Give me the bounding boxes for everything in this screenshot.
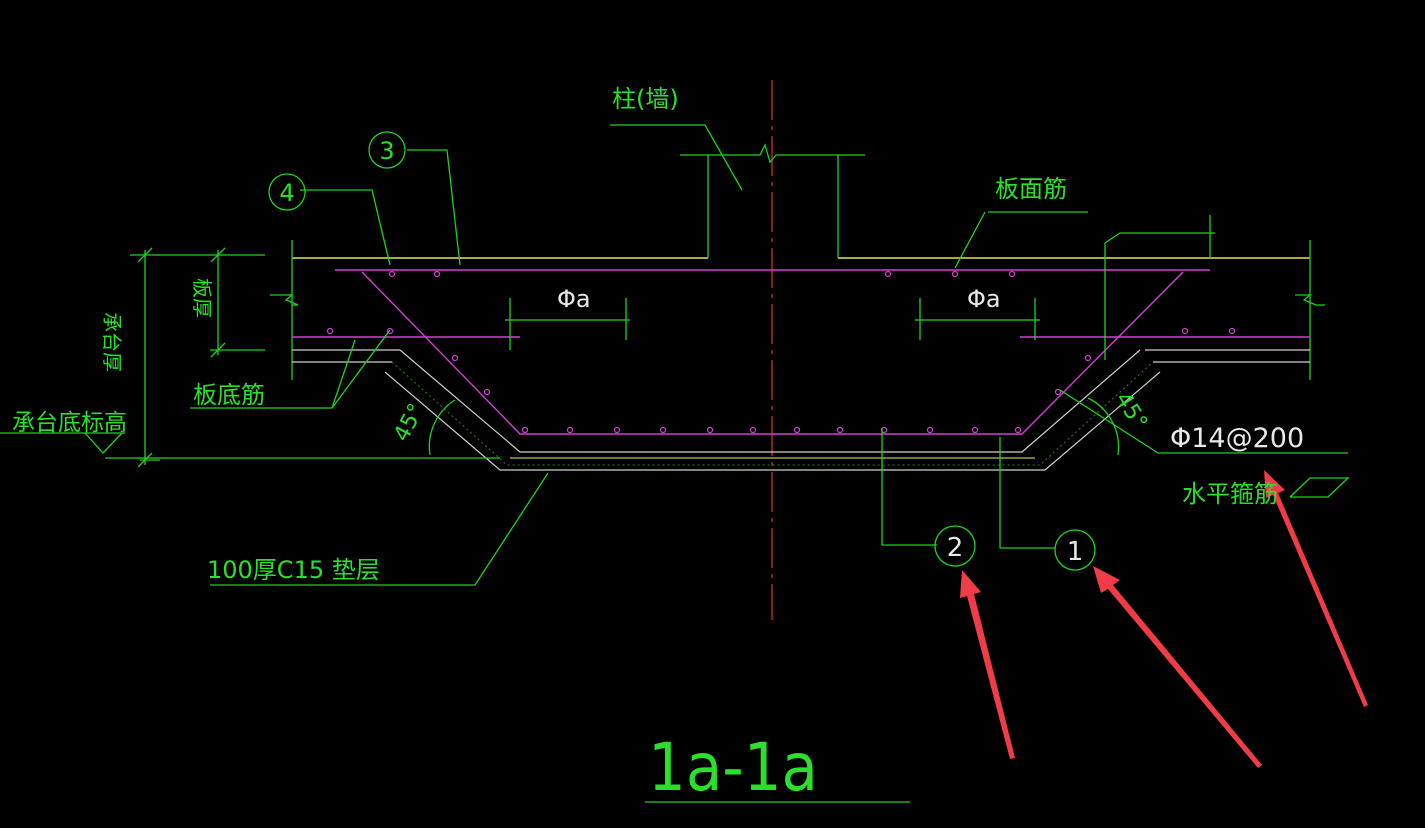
elevation-marker	[0, 432, 500, 459]
label-slab-bottom-rebar: 板底筋	[193, 381, 265, 409]
callout-label-4: 4	[279, 179, 294, 207]
red-arrow-2	[1093, 566, 1262, 768]
dimension-slab-thickness	[210, 247, 265, 358]
section-title: 1a-1a	[648, 729, 818, 806]
phi-a-dim-left	[505, 298, 630, 350]
phi-a-dim-right	[915, 298, 1040, 340]
rebar	[292, 269, 1310, 435]
callout-circle-4	[268, 173, 306, 211]
label-phi-a-left: Φa	[557, 285, 591, 313]
callout-label-3: 3	[379, 137, 394, 165]
slab-outline	[270, 240, 1325, 380]
label-phi-a-right: Φa	[967, 285, 1001, 313]
dimension-cap-thickness	[130, 247, 265, 468]
label-angle-left: 45°	[389, 400, 429, 446]
angle-arc-left	[428, 399, 456, 456]
rebar-dots	[326, 270, 1236, 434]
callout-circle-3	[368, 131, 406, 169]
cushion-layer	[384, 349, 1161, 471]
label-horizontal-stirrup: 水平箍筋	[1182, 480, 1278, 508]
red-arrow-1	[960, 570, 1015, 759]
bend-dimension-right	[1104, 215, 1215, 360]
callout-label-1: 1	[1067, 537, 1084, 567]
label-slab-top-rebar: 板面筋	[995, 175, 1067, 203]
label-column-wall: 柱(墙)	[612, 85, 679, 113]
column	[680, 143, 865, 258]
label-slab-thickness: 板厚	[190, 278, 214, 318]
callout-label-2: 2	[947, 533, 964, 563]
annotation-arrows	[960, 470, 1368, 768]
label-cap-bottom-elevation: 承台底标高	[12, 410, 127, 436]
label-cap-thickness: 承台厚	[100, 312, 124, 372]
label-cushion: 100厚C15 垫层	[207, 556, 380, 584]
label-bar-spec: Φ14@200	[1170, 423, 1304, 454]
red-arrow-3	[1264, 470, 1368, 707]
callout-circle-1	[1054, 529, 1096, 571]
angle-arc-right	[1087, 397, 1120, 456]
callout-circle-2	[934, 525, 976, 567]
leader-lines	[190, 124, 1350, 586]
